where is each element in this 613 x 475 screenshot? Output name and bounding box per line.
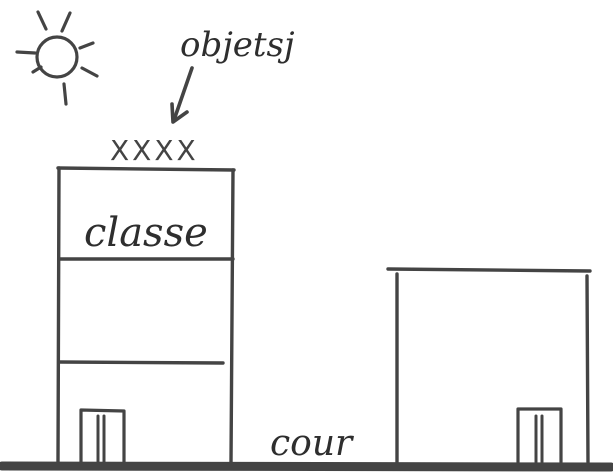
objects-marks: XXXX: [110, 134, 199, 167]
right-building-door: [516, 407, 563, 464]
courtyard-label: cour: [270, 423, 354, 464]
sun-icon: [15, 10, 99, 106]
objects-label: objetsj: [180, 25, 295, 65]
ground-line: [0, 461, 613, 472]
left-building-door: [79, 408, 126, 464]
left-building: [56, 166, 236, 464]
classroom-label: classe: [84, 210, 208, 256]
arrow-down-icon: [170, 66, 194, 124]
right-building: [386, 267, 592, 464]
